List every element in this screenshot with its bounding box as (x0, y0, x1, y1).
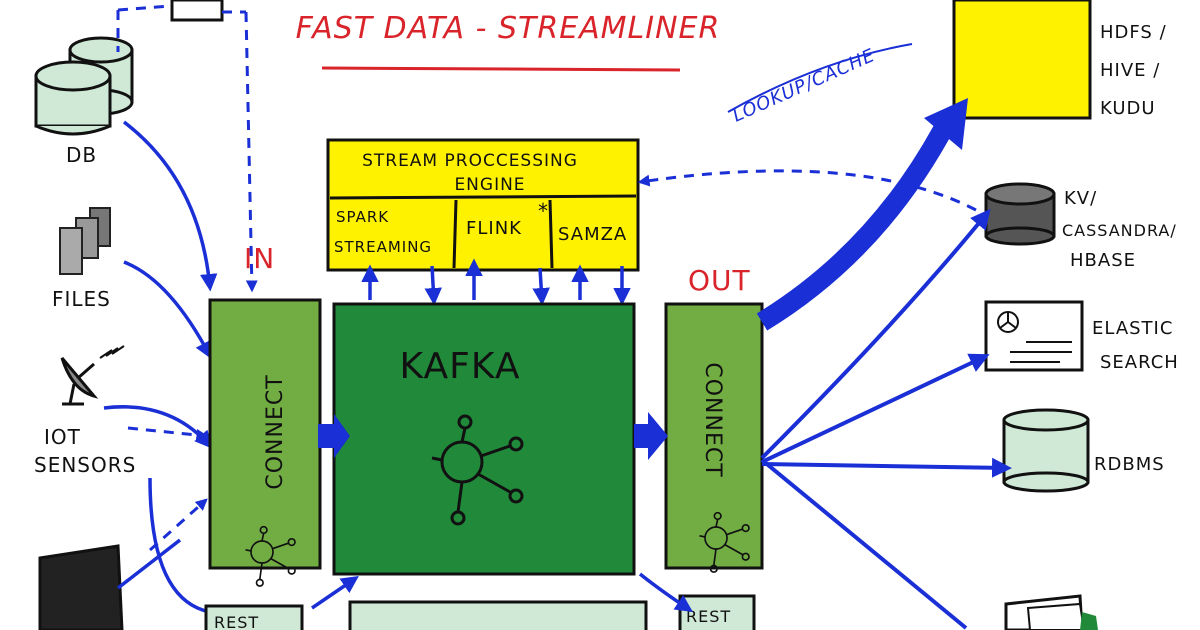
terminal-icon (38, 544, 124, 630)
files-icon (59, 207, 111, 275)
spark-label-line2: STREAMING (334, 238, 432, 256)
rest-in-label: REST (214, 613, 259, 630)
rest-in-box (204, 604, 304, 630)
storage-box (952, 0, 1092, 120)
lookup-cache-curve (727, 43, 913, 113)
lookup-cache-label: LOOKUP/CACHE (729, 45, 878, 127)
rest-out-label: REST (686, 607, 731, 626)
rdbms-label: RDBMS (1094, 454, 1165, 475)
kafka-box (332, 302, 636, 576)
kv-store-icon (984, 182, 1056, 246)
out-label: OUT (688, 264, 751, 297)
elasticsearch-document-icon (984, 300, 1084, 372)
title-underline (321, 66, 681, 72)
source-arrows (103, 120, 218, 614)
output-arrows (756, 115, 1012, 630)
storage-label-line2: HIVE / (1100, 60, 1160, 81)
engine-kafka-arrows (361, 258, 631, 306)
engine-title-line1: STREAM PROCCESSING (362, 151, 578, 171)
spark-label-line1: SPARK (336, 208, 389, 226)
kafka-label: KAFKA (400, 346, 521, 387)
kv-label-line1: KV/ (1064, 188, 1097, 209)
db-label: DB (66, 143, 97, 167)
rest-arrows (311, 572, 693, 612)
files-label: FILES (52, 287, 111, 311)
rdbms-icon (1002, 408, 1090, 493)
db-icon (34, 36, 134, 136)
samza-label: SAMZA (558, 224, 627, 245)
iot-label-line2: SENSORS (34, 453, 136, 477)
elastic-label-line2: SEARCH (1100, 352, 1179, 373)
diagram-title: FAST DATA - STREAMLINER (296, 11, 721, 46)
flink-asterisk: * (538, 199, 548, 223)
in-label: IN (244, 242, 275, 275)
spreadsheet-doc-icon (1004, 594, 1098, 630)
bottom-bar (348, 600, 648, 630)
storage-label-line1: HDFS / (1100, 22, 1167, 43)
kv-label-line2: CASSANDRA/ (1062, 221, 1177, 240)
iot-label-line1: IOT (44, 425, 81, 449)
lookup-cache-links (637, 169, 977, 212)
flink-label: FLINK (466, 218, 522, 239)
connect-kafka-fat-arrows (318, 412, 668, 460)
satellite-dish-icon (60, 345, 125, 406)
connect-in-label: CONNECT (263, 374, 288, 489)
elastic-label-line1: ELASTIC (1092, 318, 1173, 339)
dashed-links (116, 4, 258, 552)
stream-processing-engine (326, 138, 640, 272)
top-component-icon (170, 0, 224, 22)
kv-label-line3: HBASE (1070, 250, 1136, 271)
engine-title-line2: ENGINE (454, 175, 525, 195)
connect-out-label: CONNECT (700, 362, 725, 477)
output-fat-arrowhead (924, 98, 968, 150)
storage-label-line3: KUDU (1100, 98, 1156, 119)
